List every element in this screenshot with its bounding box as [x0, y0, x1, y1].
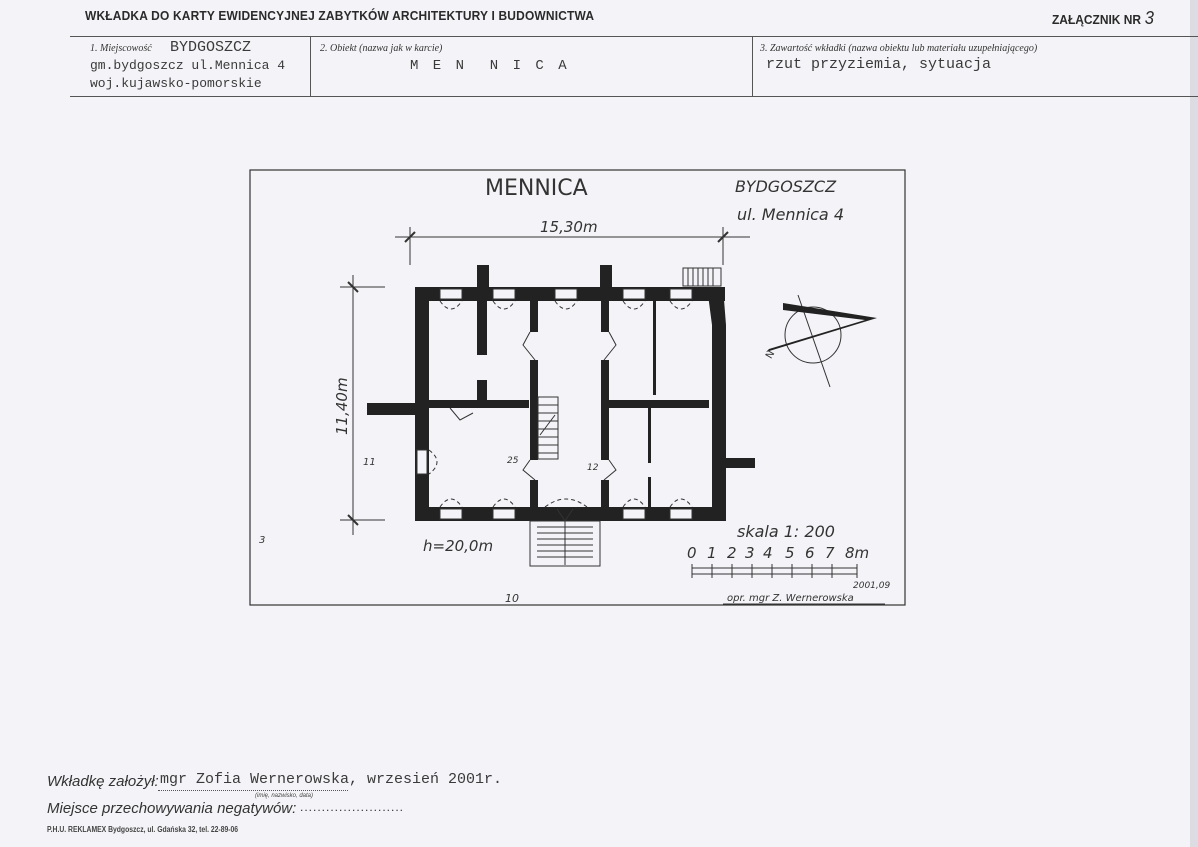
photo-marker-3: 3: [259, 535, 265, 546]
drawing-address: ul. Mennica 4: [737, 205, 844, 224]
field-divider-2: [752, 37, 753, 96]
form-title: WKŁADKA DO KARTY EWIDENCYJNEJ ZABYTKÓW A…: [85, 8, 595, 23]
field-divider-1: [310, 37, 311, 96]
svg-text:3: 3: [745, 544, 755, 562]
negatives-value: ........................: [300, 800, 405, 814]
locality-value: BYDGOSZCZ: [170, 39, 252, 56]
photo-marker-10: 10: [505, 592, 519, 605]
north-arrow-icon: N: [764, 294, 877, 388]
created-by-dotted-line: [158, 790, 348, 792]
drawing-title: MENNICA: [485, 176, 588, 201]
photo-marker-12: 12: [587, 463, 599, 473]
scan-edge: [1190, 0, 1198, 847]
svg-text:2: 2: [727, 544, 737, 562]
object-label: 2. Obiekt (nazwa jak w karcie): [320, 43, 443, 54]
floor-plan-drawing: MENNICA BYDGOSZCZ ul. Mennica 4 15,30m 1…: [245, 165, 910, 610]
drawing-date: 2001,09: [853, 581, 890, 591]
annex-label-text: ZAŁĄCZNIK NR: [1052, 12, 1142, 27]
created-by-value: mgr Zofia Wernerowska, wrzesień 2001r.: [160, 771, 503, 788]
header-bottom-rule: [70, 96, 1198, 97]
locality-region: woj.kujawsko-pomorskie: [90, 76, 262, 91]
printer-imprint: P.H.U. REKLAMEX Bydgoszcz, ul. Gdańska 3…: [47, 825, 239, 834]
compass-n-label: N: [764, 349, 777, 361]
scale-label: skala 1: 200: [737, 522, 835, 541]
svg-text:1: 1: [707, 544, 717, 562]
annex-number: 3: [1144, 8, 1154, 28]
svg-text:5: 5: [785, 544, 795, 562]
contents-label: 3. Zawartość wkładki (nazwa obiektu lub …: [760, 43, 1038, 54]
svg-text:4: 4: [763, 544, 773, 562]
svg-text:6: 6: [805, 544, 815, 562]
contents-value: rzut przyziemia, sytuacja: [766, 56, 992, 73]
negatives-label: Miejsce przechowywania negatywów:: [47, 800, 297, 817]
svg-text:8m: 8m: [845, 544, 869, 562]
drawing-city: BYDGOSZCZ: [735, 177, 837, 196]
photo-marker-25: 25: [507, 456, 519, 466]
created-by-label: Wkładkę założył:: [47, 773, 159, 790]
floor-plan-svg: MENNICA BYDGOSZCZ ul. Mennica 4 15,30m 1…: [249, 169, 906, 606]
locality-address: gm.bydgoszcz ul.Mennica 4: [90, 58, 286, 73]
photo-marker-11: 11: [363, 457, 376, 468]
object-value: M E N N I C A: [410, 58, 570, 74]
svg-text:7: 7: [825, 544, 835, 562]
height-note: h=20,0m: [423, 537, 493, 555]
locality-label: 1. Miejscowość: [90, 43, 152, 54]
created-by-hint: (imię, nazwisko, data): [255, 793, 314, 799]
depth-dimension: 11,40m: [333, 377, 351, 435]
scale-bar: [691, 564, 858, 578]
width-dimension: 15,30m: [540, 218, 598, 236]
svg-text:0: 0: [687, 544, 697, 562]
drawing-author: opr. mgr Z. Wernerowska: [727, 593, 854, 604]
header-top-rule: [70, 36, 1198, 37]
